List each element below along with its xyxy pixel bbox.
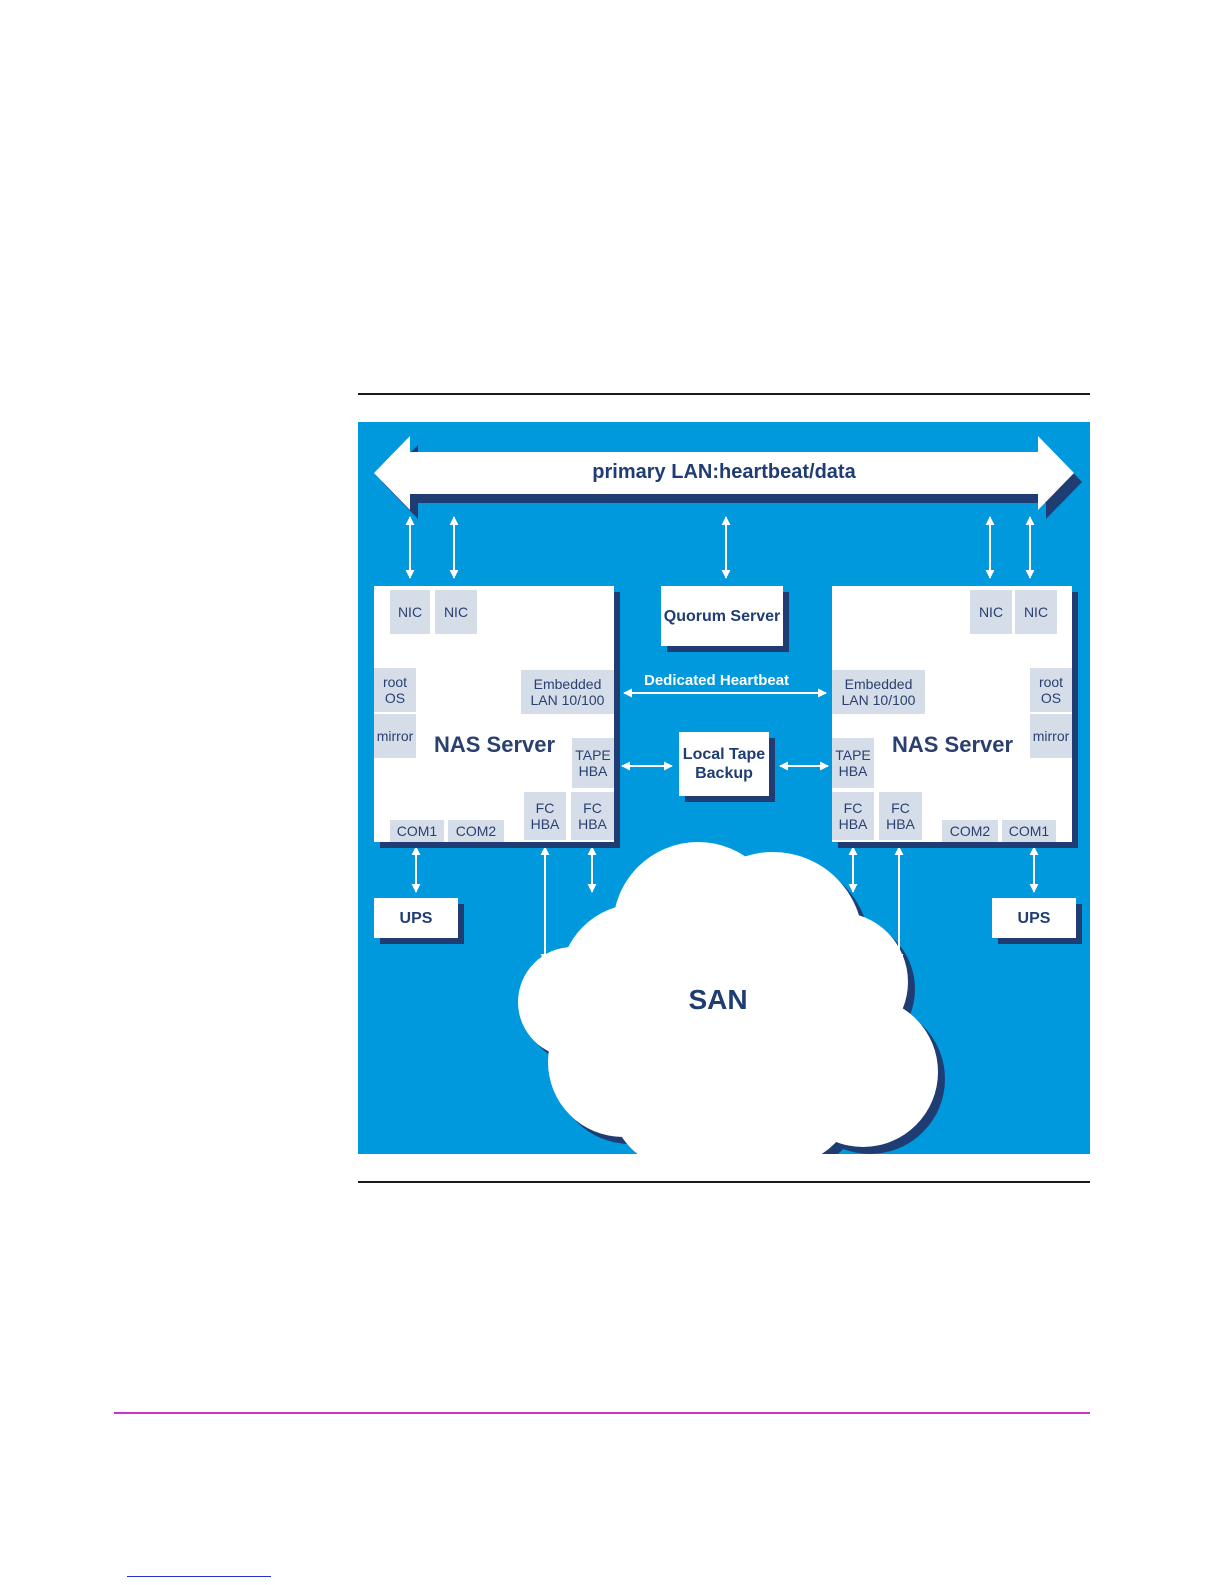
dedicated-heartbeat-label: Dedicated Heartbeat	[644, 672, 789, 689]
right-com2: COM2	[942, 820, 998, 842]
right-nic-2: NIC	[1015, 590, 1057, 634]
left-fc2-line1: FC	[583, 800, 602, 816]
right-fc-hba-2: FC HBA	[879, 792, 922, 840]
left-fc-hba-1: FC HBA	[524, 792, 566, 840]
left-com2: COM2	[448, 820, 504, 842]
left-root-os: root OS	[374, 668, 416, 712]
left-tape-hba-line2: HBA	[579, 763, 608, 779]
right-tape-hba-line1: TAPE	[835, 747, 871, 763]
right-nas-server: NIC NIC root OS mirror Embedded LAN 10/1…	[832, 586, 1072, 842]
right-root-os: root OS	[1030, 668, 1072, 712]
quorum-server: Quorum Server	[661, 586, 783, 646]
left-nas-server: NIC NIC root OS mirror Embedded LAN 10/1…	[374, 586, 614, 842]
right-fc-hba-1: FC HBA	[832, 792, 874, 840]
right-embedded-line2: LAN 10/100	[842, 692, 916, 708]
left-ups: UPS	[374, 898, 458, 938]
right-root-os-line2: OS	[1041, 690, 1061, 706]
top-rule	[358, 393, 1090, 395]
right-root-os-line1: root	[1039, 674, 1063, 690]
right-embedded-line1: Embedded	[845, 676, 913, 692]
left-fc1-line2: HBA	[531, 816, 560, 832]
left-fc-hba-2: FC HBA	[571, 792, 614, 840]
left-fc1-line1: FC	[536, 800, 555, 816]
right-mirror: mirror	[1030, 714, 1072, 758]
right-fc1-line1: FC	[844, 800, 863, 816]
right-fc2-line2: HBA	[886, 816, 915, 832]
left-tape-hba: TAPE HBA	[572, 738, 614, 788]
local-tape-line1: Local Tape	[683, 745, 765, 764]
left-nic-1: NIC	[390, 590, 430, 634]
right-fc1-line2: HBA	[839, 816, 868, 832]
right-embedded-lan: Embedded LAN 10/100	[832, 670, 925, 714]
cluster-diagram: primary LAN:heartbeat/data NIC NIC root …	[358, 422, 1090, 1154]
left-embedded-line2: LAN 10/100	[531, 692, 605, 708]
local-tape-line2: Backup	[695, 764, 753, 783]
footer-line	[114, 1412, 1090, 1414]
left-root-os-line1: root	[383, 674, 407, 690]
left-tape-hba-line1: TAPE	[575, 747, 611, 763]
footer-link-underline	[127, 1576, 271, 1577]
left-embedded-line1: Embedded	[534, 676, 602, 692]
right-fc2-line1: FC	[891, 800, 910, 816]
left-root-os-line2: OS	[385, 690, 405, 706]
left-nic-2: NIC	[435, 590, 477, 634]
left-nas-server-label: NAS Server	[434, 732, 555, 758]
right-nas-server-label: NAS Server	[892, 732, 1013, 758]
lan-label: primary LAN:heartbeat/data	[358, 461, 1090, 484]
right-com1: COM1	[1002, 820, 1056, 842]
left-fc2-line2: HBA	[578, 816, 607, 832]
right-nic-1: NIC	[970, 590, 1012, 634]
left-embedded-lan: Embedded LAN 10/100	[521, 670, 614, 714]
san-label: SAN	[678, 984, 758, 1016]
right-tape-hba-line2: HBA	[839, 763, 868, 779]
right-ups: UPS	[992, 898, 1076, 938]
bottom-rule	[358, 1181, 1090, 1183]
left-mirror: mirror	[374, 714, 416, 758]
local-tape-backup: Local Tape Backup	[679, 732, 769, 796]
right-tape-hba: TAPE HBA	[832, 738, 874, 788]
left-com1: COM1	[390, 820, 444, 842]
